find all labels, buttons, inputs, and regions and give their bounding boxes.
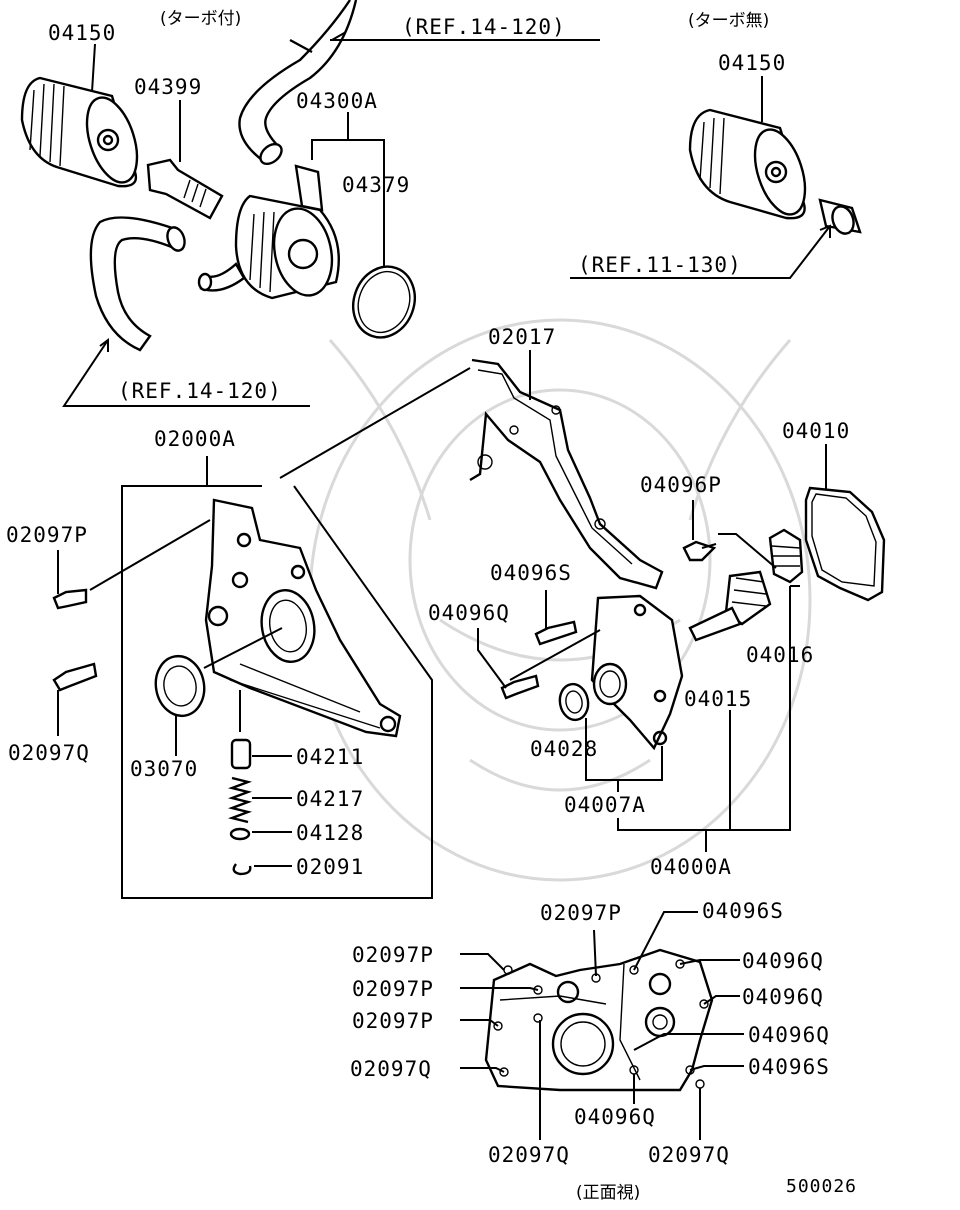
part-04015[interactable]: 04015 — [684, 687, 752, 711]
bolt-04096P — [682, 500, 777, 569]
relief-spring-04217 — [227, 776, 292, 824]
oil-seal-03070 — [154, 627, 283, 756]
front-02097Q-left[interactable]: 02097Q — [350, 1057, 432, 1081]
note-front-view: (正面視) — [576, 1183, 640, 1203]
oil-pump-body — [590, 594, 684, 751]
part-04300A[interactable]: 04300A — [296, 89, 378, 113]
part-04000A[interactable]: 04000A — [650, 855, 732, 879]
oil-filter-left — [20, 76, 139, 188]
o-ring-04379 — [352, 265, 416, 339]
front-02097Q-bottom-right[interactable]: 02097Q — [648, 1143, 730, 1167]
front-view-assembly — [484, 948, 714, 1092]
part-02097P[interactable]: 02097P — [6, 523, 88, 547]
oil-filter-right — [688, 108, 807, 220]
bolt-04096Q — [477, 628, 601, 700]
front-04096Q-3[interactable]: 04096Q — [748, 1023, 830, 1047]
part-04096P[interactable]: 04096P — [640, 473, 722, 497]
front-02097P-3[interactable]: 02097P — [352, 1009, 434, 1033]
part-04128[interactable]: 04128 — [296, 821, 364, 845]
part-04096Q[interactable]: 04096Q — [428, 601, 510, 625]
gasket-02017 — [469, 358, 664, 590]
oil-pump-case — [204, 498, 402, 738]
part-04010[interactable]: 04010 — [782, 419, 850, 443]
bolt-02097Q — [52, 662, 98, 736]
part-02097Q[interactable]: 02097Q — [8, 741, 90, 765]
relief-plunger-04211 — [230, 690, 292, 770]
note-turbo-with: (ターボ付) — [160, 9, 241, 29]
washer-04128 — [229, 827, 292, 841]
front-02097P-1[interactable]: 02097P — [352, 943, 434, 967]
front-02097P-top[interactable]: 02097P — [540, 901, 622, 925]
front-02097P-2[interactable]: 02097P — [352, 977, 434, 1001]
part-04150-no-turbo[interactable]: 04150 — [718, 51, 786, 75]
seal-04028 — [558, 682, 590, 722]
nipple-right — [818, 198, 862, 235]
part-02091[interactable]: 02091 — [296, 855, 364, 879]
nipple-04399 — [146, 158, 224, 220]
part-03070[interactable]: 03070 — [130, 757, 198, 781]
part-04007A[interactable]: 04007A — [564, 793, 646, 817]
diagram-id: 500026 — [786, 1176, 857, 1197]
gasket-04010 — [804, 444, 886, 602]
assembly-box-02000A — [121, 367, 471, 899]
hose-lower — [89, 216, 246, 352]
part-04399[interactable]: 04399 — [134, 75, 202, 99]
oil-cooler — [234, 164, 340, 300]
ref-left[interactable]: (REF.14-120) — [118, 379, 282, 403]
gear-04016 — [768, 528, 804, 584]
part-04096S[interactable]: 04096S — [490, 561, 572, 585]
front-02097Q-bottom-left[interactable]: 02097Q — [488, 1143, 570, 1167]
ref-top[interactable]: (REF.14-120) — [402, 15, 566, 39]
front-04096S-right[interactable]: 04096S — [748, 1055, 830, 1079]
part-02017[interactable]: 02017 — [488, 325, 556, 349]
part-04028[interactable]: 04028 — [530, 737, 598, 761]
note-turbo-without: (ターボ無) — [688, 11, 769, 31]
front-04096Q-bottom[interactable]: 04096Q — [574, 1105, 656, 1129]
bolt-02097P — [52, 519, 211, 610]
front-04096Q-2[interactable]: 04096Q — [742, 985, 824, 1009]
ref-right[interactable]: (REF.11-130) — [578, 253, 742, 277]
part-02000A[interactable]: 02000A — [154, 427, 236, 451]
part-04016[interactable]: 04016 — [746, 643, 814, 667]
front-04096S-top[interactable]: 04096S — [702, 899, 784, 923]
gear-04015 — [688, 570, 772, 642]
snap-ring-02091 — [232, 863, 292, 876]
part-04217[interactable]: 04217 — [296, 787, 364, 811]
hose-upper — [238, 0, 358, 166]
front-04096Q-1[interactable]: 04096Q — [742, 949, 824, 973]
part-04379[interactable]: 04379 — [342, 173, 410, 197]
bolt-04096S — [534, 590, 578, 646]
part-04150-turbo[interactable]: 04150 — [48, 21, 116, 45]
part-04211[interactable]: 04211 — [296, 745, 364, 769]
